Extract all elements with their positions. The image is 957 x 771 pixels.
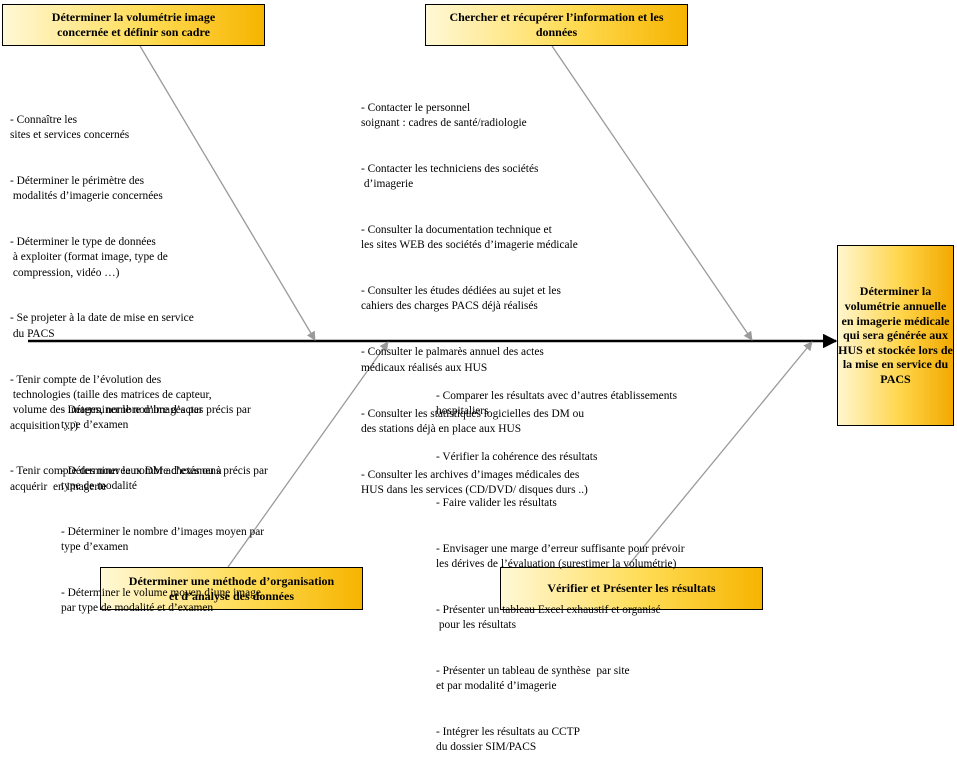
goal-box: Déterminer la volumétrie annuelle en ima…	[837, 245, 954, 426]
list-item: - Présenter un tableau de synthèse par s…	[436, 664, 630, 693]
list-item: - Déterminer le volume moyen d’une image…	[61, 587, 261, 615]
list-item: - Déterminer le périmètre des modalités …	[10, 174, 163, 203]
list-item: - Déterminer le nombre d’images moyen pa…	[61, 525, 265, 554]
list-item: - Consulter les archives d’images médica…	[361, 468, 588, 497]
branch-items-top-right: - Contacter le personnel soignant : cadr…	[361, 70, 588, 514]
list-item: - Consulter les études dédiées au sujet …	[361, 285, 561, 313]
list-item: - Consulter la documentation technique e…	[361, 223, 578, 252]
branch-line-bottom-left	[227, 341, 389, 568]
branch-line-bottom-right	[626, 341, 813, 568]
branch-title-top-left: Déterminer la volumétrie image concernée…	[2, 4, 265, 46]
list-item: - Contacter les techniciens des sociétés…	[361, 162, 539, 191]
list-item: - Présenter un tableau Excel exhaustif e…	[436, 603, 661, 632]
list-item: - Contacter le personnel soignant : cadr…	[361, 101, 527, 129]
list-item: - Déterminer le nombre d’examens précis …	[61, 464, 268, 493]
branch-items-top-left: - Connaître les sites et services concer…	[10, 82, 222, 510]
list-item: - Consulter le palmarès annuel des actes…	[361, 346, 544, 374]
branch-title-top-right: Chercher et récupérer l’information et l…	[425, 4, 688, 46]
fishbone-lines	[28, 45, 838, 568]
list-item: - Consulter les statistiques logicielles…	[361, 407, 585, 435]
list-item: - Comparer les résultats avec d’autres é…	[436, 389, 678, 417]
list-item: - Envisager une marge d’erreur suffisant…	[436, 542, 685, 570]
branch-items-bottom-left: - Déterminer le nombre d’actes précis pa…	[61, 372, 268, 632]
list-item: - Déterminer le nombre d’actes précis pa…	[61, 403, 251, 431]
branch-title-bottom-left: Déterminer une méthode d’organisation et…	[100, 567, 363, 610]
branch-title-bottom-right: Vérifier et Présenter les résultats	[500, 567, 763, 610]
branch-line-top-left	[139, 45, 316, 341]
list-item: - Tenir compte de l’évolution des techno…	[10, 373, 212, 432]
list-item: - Connaître les sites et services concer…	[10, 113, 130, 141]
list-item: - Tenir compte des nouveaux DM achetés o…	[10, 465, 222, 493]
branch-line-top-right	[551, 45, 753, 341]
list-item: - Intégrer les résultats au CCTP du doss…	[436, 726, 580, 754]
list-item: - Vérifier la cohérence des résultats	[436, 450, 598, 463]
list-item: - Se projeter à la date de mise en servi…	[10, 312, 194, 340]
branch-items-bottom-right: - Comparer les résultats avec d’autres é…	[436, 358, 685, 771]
list-item: - Faire valider les résultats	[436, 496, 557, 509]
list-item: - Déterminer le type de données à exploi…	[10, 235, 168, 279]
